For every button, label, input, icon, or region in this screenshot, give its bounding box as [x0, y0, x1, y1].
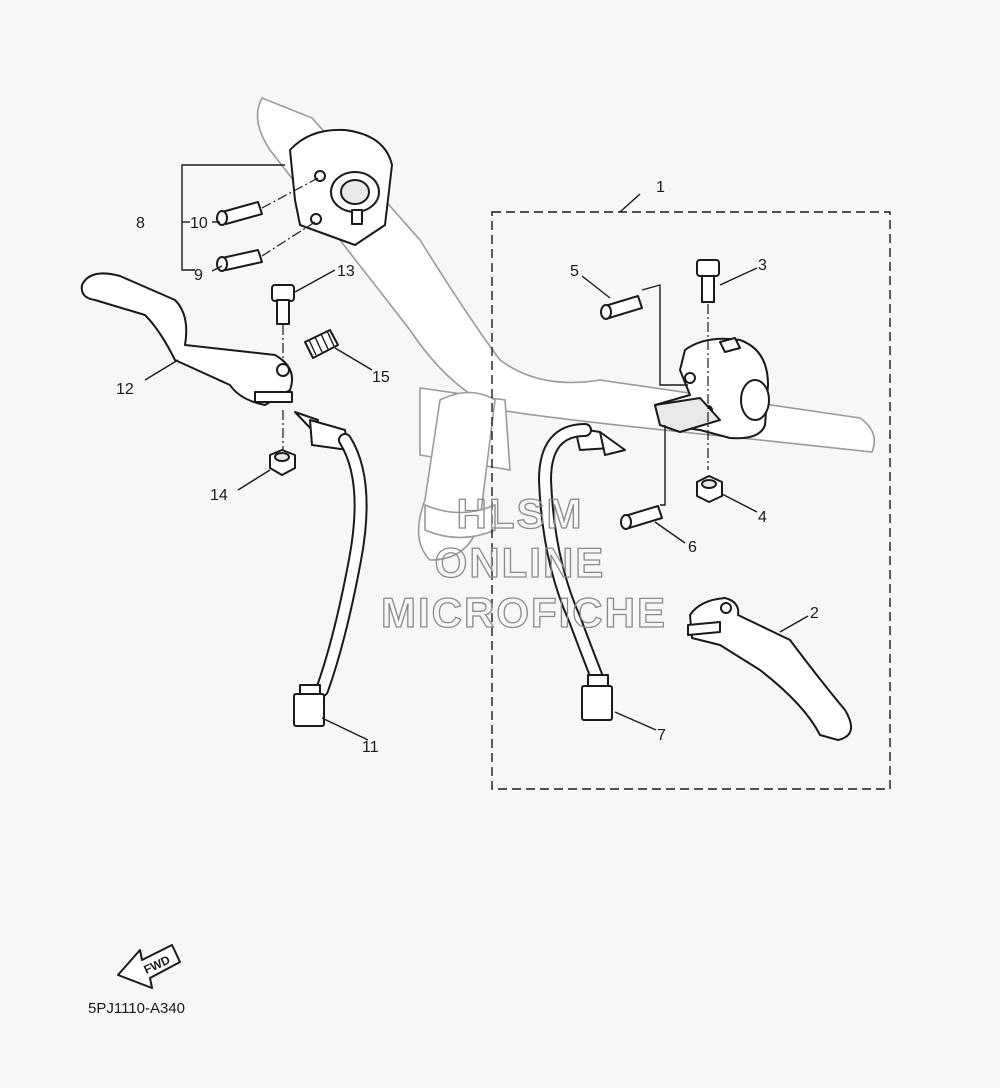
right-lever — [687, 597, 853, 741]
leader-lines — [144, 193, 809, 741]
callout-1: 1 — [656, 179, 665, 196]
diagram-code: 5PJ1110-A340 — [88, 1000, 186, 1017]
watermark-line1: HLSM — [457, 490, 584, 537]
callout-8: 8 — [136, 215, 145, 232]
callout-4: 4 — [758, 509, 767, 526]
callout-3: 3 — [758, 257, 767, 274]
screw-10 — [216, 201, 263, 226]
left-cable — [293, 411, 368, 727]
assembly-boundary — [491, 211, 891, 790]
screw-5 — [600, 295, 643, 320]
spring-15 — [304, 329, 339, 359]
bolt-3 — [696, 259, 720, 303]
right-switch-housing — [654, 337, 770, 440]
callout-6: 6 — [688, 539, 697, 556]
nut-14 — [269, 449, 296, 476]
watermark-line3: MICROFICHE — [381, 589, 667, 636]
callout-5: 5 — [570, 263, 579, 280]
bolt-13 — [271, 284, 295, 325]
screw-6 — [620, 505, 663, 530]
watermark-line2: ONLINE — [435, 539, 606, 586]
callout-numbers: 1 2 3 4 5 6 7 8 9 10 11 12 13 14 15 — [116, 179, 819, 756]
right-cable — [537, 423, 626, 721]
nut-4 — [696, 475, 723, 503]
left-lever — [80, 272, 294, 406]
callout-11: 11 — [362, 739, 379, 756]
callout-15: 15 — [372, 369, 390, 386]
callout-7: 7 — [657, 727, 666, 744]
callout-13: 13 — [337, 263, 355, 280]
callout-2: 2 — [810, 605, 819, 622]
screw-9 — [216, 249, 263, 272]
left-switch-housing — [289, 128, 393, 246]
callout-9: 9 — [194, 267, 203, 284]
callout-10: 10 — [190, 215, 208, 232]
callout-12: 12 — [116, 381, 134, 398]
forward-arrow: FWD — [117, 944, 181, 989]
callout-14: 14 — [210, 487, 228, 504]
watermark: HLSM ONLINE MICROFICHE — [380, 489, 667, 636]
